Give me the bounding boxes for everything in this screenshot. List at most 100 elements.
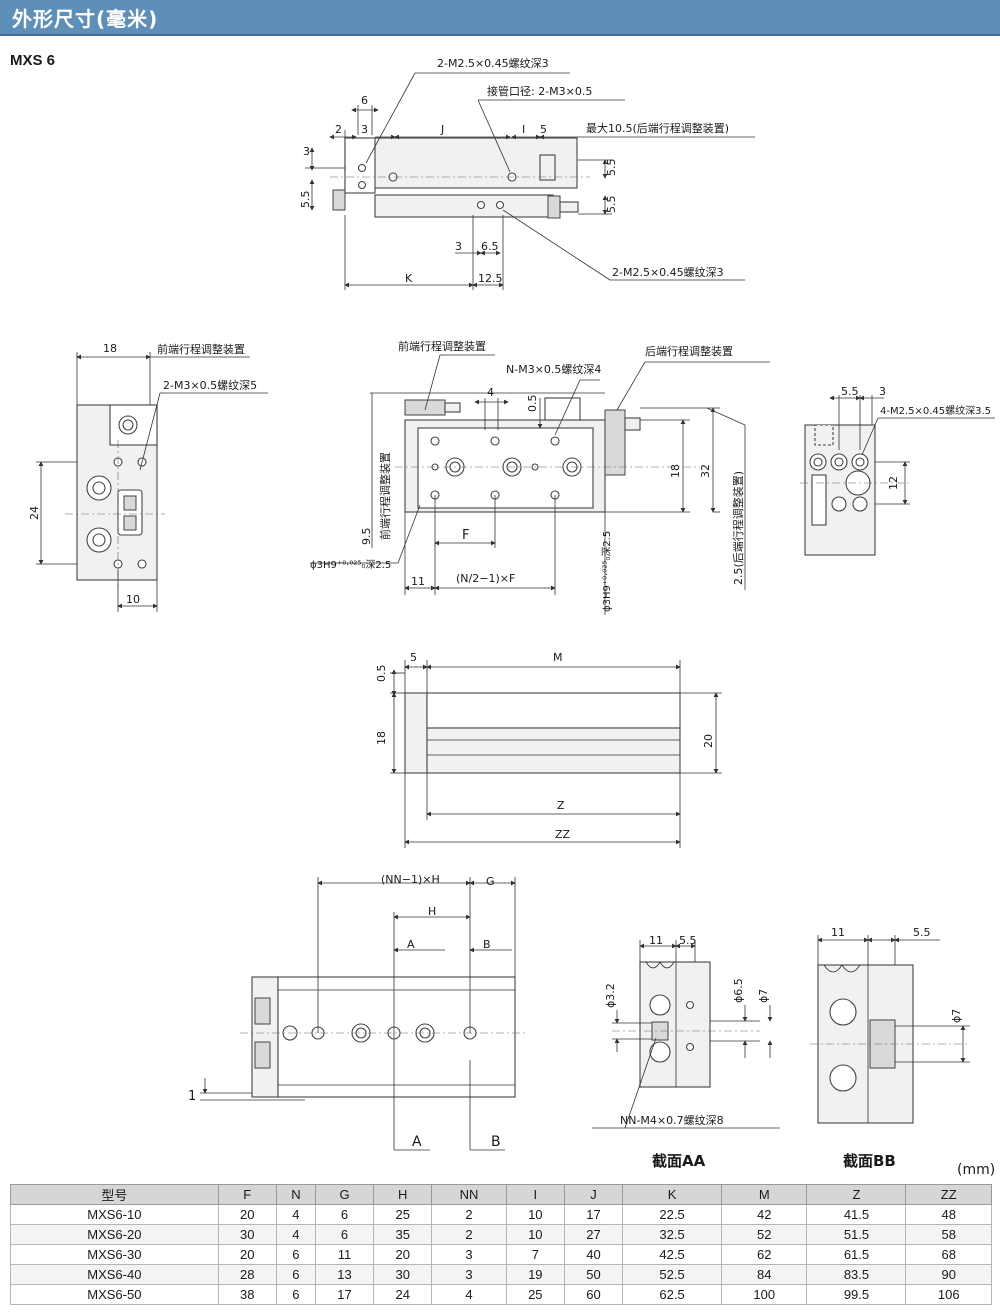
- v3-hole-left: ϕ3H9⁺⁰·⁰²⁵₀深2.5: [310, 559, 391, 571]
- v6-sec-A: A: [407, 938, 415, 951]
- v1-callout-top: 2-M2.5×0.45螺纹深3: [437, 56, 549, 70]
- v6-dim-NNH: (NN−1)×H: [381, 873, 440, 886]
- table-header-cell: K: [622, 1184, 723, 1205]
- table-header-cell: J: [563, 1184, 624, 1205]
- table-cell: 62: [721, 1244, 808, 1265]
- v4-dim-55: 5.5: [841, 385, 859, 398]
- table-cell: 58: [905, 1224, 992, 1245]
- table-cell: 13: [314, 1264, 375, 1285]
- bb-dim-55: 5.5: [913, 926, 931, 939]
- table-cell: 25: [373, 1204, 433, 1225]
- v2-dim-10: 10: [126, 593, 140, 606]
- view-front: 前端行程调整装置 N-M3×0.5螺纹深4 后端行程调整装置 4 0.5 18 …: [310, 339, 770, 615]
- v1-dim-125: 12.5: [478, 272, 503, 285]
- table-cell: 60: [563, 1284, 624, 1305]
- v3-front-adj-vert: 前端行程调整装置: [378, 452, 392, 540]
- v3-dim-F: F: [462, 528, 469, 543]
- v2-dim-24: 24: [28, 506, 41, 520]
- section-aa: 11 5.5 ϕ3.2 ϕ6.5 ϕ7 NN-M4×0.7螺纹深8: [592, 934, 780, 1129]
- table-cell: 99.5: [806, 1284, 907, 1305]
- table-cell: 4: [275, 1224, 316, 1245]
- table-header-cell: ZZ: [905, 1184, 992, 1205]
- v4-dim-3: 3: [879, 385, 886, 398]
- table-cell: 28: [217, 1264, 277, 1285]
- table-cell: 48: [905, 1204, 992, 1225]
- technical-drawing: 2-M2.5×0.45螺纹深3 接管口径: 2-M3×0.5 最大10.5(后端…: [28, 56, 995, 1151]
- v1-dim-J: J: [440, 123, 444, 136]
- table-header-cell: G: [314, 1184, 375, 1205]
- table-cell: 3: [431, 1244, 507, 1265]
- v6-dim-G: G: [486, 875, 495, 888]
- v1-dim-I: I: [522, 123, 525, 136]
- aa-phi32: ϕ3.2: [604, 983, 617, 1008]
- table-cell: 41.5: [806, 1204, 907, 1225]
- side-end-plate: [404, 692, 428, 774]
- top-screw-right: [559, 201, 579, 213]
- v6-dim-H: H: [428, 905, 436, 918]
- v5-dim-M: M: [553, 651, 563, 664]
- table-cell: 61.5: [806, 1244, 907, 1265]
- v1-callout-max: 最大10.5(后端行程调整装置): [586, 121, 729, 135]
- v1-dim-v3: 3: [303, 145, 310, 158]
- v4-thread: 4-M2.5×0.45螺纹深3.5: [880, 404, 991, 417]
- v3-rear-adj-vert: 2.5(后端行程调整装置): [731, 471, 745, 585]
- table-header-cell: N: [275, 1184, 316, 1205]
- v5-dim-20: 20: [702, 734, 715, 748]
- side-table: [426, 692, 681, 729]
- v1-dim-2: 2: [335, 123, 342, 136]
- v2-callout: 前端行程调整装置: [157, 342, 245, 356]
- table-cell: 4: [431, 1284, 507, 1305]
- v6-sec-B: B: [483, 938, 491, 951]
- table-cell: 50: [563, 1264, 624, 1285]
- table-cell: 52: [721, 1224, 808, 1245]
- aa-phi7: ϕ7: [757, 989, 770, 1003]
- table-header-cell: M: [721, 1184, 808, 1205]
- v5-dim-05: 0.5: [375, 665, 388, 683]
- v6-mark-A: A: [412, 1134, 422, 1150]
- table-cell: 6: [275, 1244, 316, 1265]
- view-bottom: (NN−1)×H G H A B 1 A B: [188, 873, 525, 1151]
- unit-label: (mm): [957, 1162, 996, 1178]
- table-cell: 10: [505, 1204, 565, 1225]
- v3-dim-05: 0.5: [526, 395, 539, 413]
- v1-dim-b3: 3: [455, 240, 462, 253]
- v3-callout-thread: N-M3×0.5螺纹深4: [506, 362, 601, 376]
- table-cell: 40: [563, 1244, 624, 1265]
- table-cell: 4: [275, 1204, 316, 1225]
- table-cell: 83.5: [806, 1264, 907, 1285]
- table-cell: 7: [505, 1244, 565, 1265]
- table-cell: 20: [217, 1244, 277, 1265]
- v3-dim-32: 32: [699, 464, 712, 478]
- table-cell: 38: [217, 1284, 277, 1305]
- table-cell: 3: [431, 1264, 507, 1285]
- table-cell: 30: [217, 1224, 277, 1245]
- section-aa-label: 截面AA: [652, 1152, 706, 1170]
- side-body: [426, 727, 681, 774]
- v1-dim-3: 3: [361, 123, 368, 136]
- model-label: MXS 6: [10, 52, 56, 69]
- table-cell: 2: [431, 1204, 507, 1225]
- table-header-cell: I: [505, 1184, 565, 1205]
- v1-callout-bottom: 2-M2.5×0.45螺纹深3: [612, 265, 724, 279]
- aa-dim-55: 5.5: [679, 934, 697, 947]
- v1-dim-r55b: 5.5: [605, 196, 618, 214]
- top-stopper-left: [332, 189, 346, 211]
- table-header-cell: 型号: [10, 1184, 219, 1205]
- header-bar: 外形尺寸(毫米): [0, 0, 1000, 36]
- table-cell: 22.5: [622, 1204, 723, 1225]
- v3-hole-right: ϕ3H9⁺⁰·⁰²⁵₀深2.5: [601, 531, 613, 612]
- table-cell: 62.5: [622, 1284, 723, 1305]
- bb-phi7: ϕ7: [950, 1009, 963, 1023]
- table-cell: 19: [505, 1264, 565, 1285]
- v5-dim-5: 5: [410, 651, 417, 664]
- v4-dim-12: 12: [887, 476, 900, 490]
- table-cell: 2: [431, 1224, 507, 1245]
- table-cell: 84: [721, 1264, 808, 1285]
- table-cell: 17: [563, 1204, 624, 1225]
- table-cell: 20: [373, 1244, 433, 1265]
